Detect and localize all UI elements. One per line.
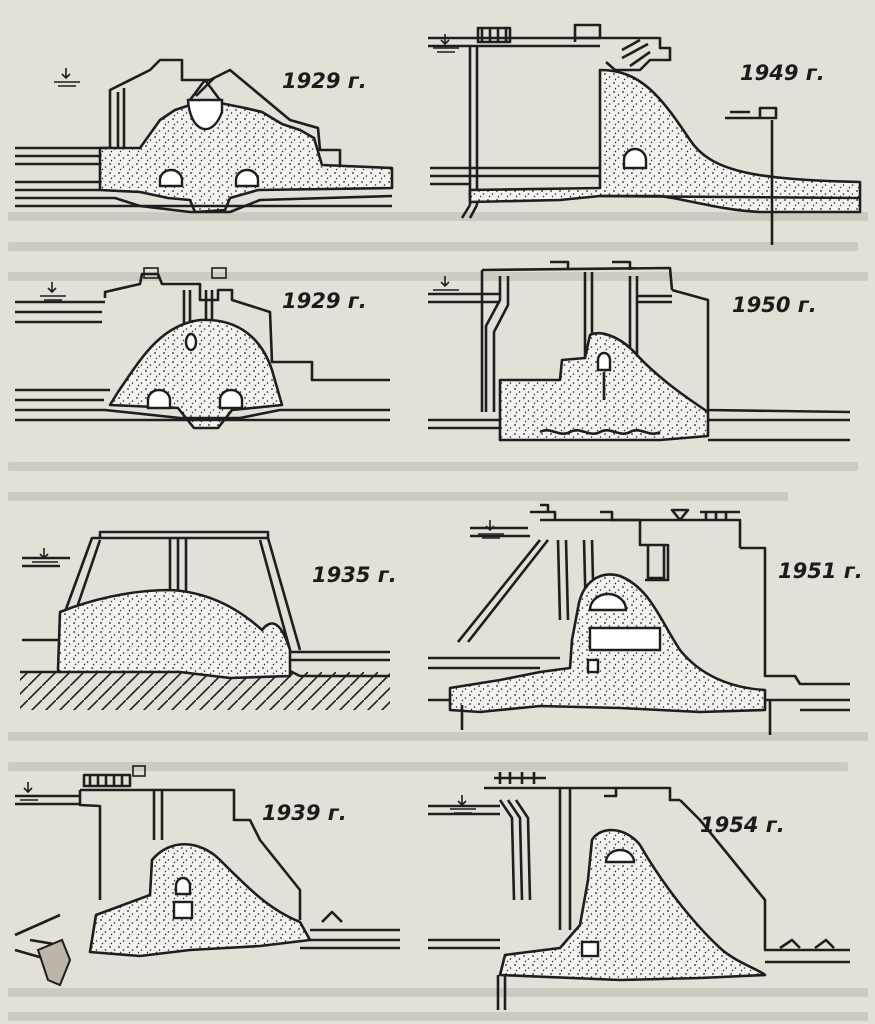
dam-profile-3: 1929 г. — [15, 267, 390, 430]
panel-4-year: 1950 г. — [732, 293, 817, 317]
panel-1-year: 1929 г. — [282, 69, 367, 93]
dam-profile-7: 1939 г. — [14, 765, 400, 987]
dam-profile-8: 1954 г. — [428, 772, 850, 1010]
panel-3-year: 1929 г. — [282, 289, 367, 313]
panel-8-year: 1954 г. — [700, 813, 785, 837]
dam-profile-4: 1950 г. — [428, 260, 851, 442]
dam-profile-1: 1929 г. — [15, 58, 394, 214]
panel-5-year: 1935 г. — [312, 563, 397, 587]
dam-profile-2: 1949 г. — [428, 23, 862, 245]
dam-profile-6: 1951 г. — [428, 503, 863, 735]
panel-6-year: 1951 г. — [778, 559, 863, 583]
panel-2-year: 1949 г. — [740, 61, 825, 85]
panel-7-year: 1939 г. — [262, 801, 347, 825]
dam-profile-5: 1935 г. — [20, 530, 397, 710]
